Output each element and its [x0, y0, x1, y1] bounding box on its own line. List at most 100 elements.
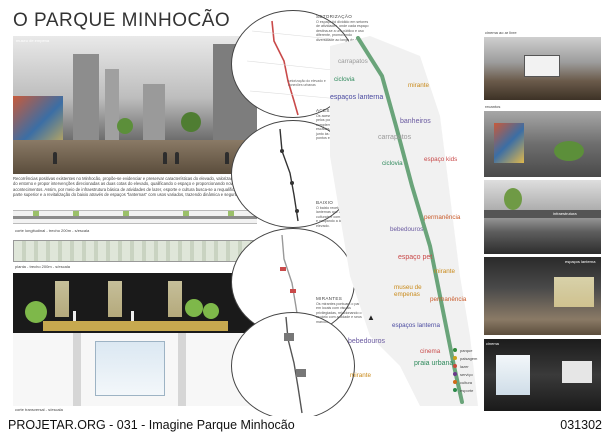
legend-item: cultura: [453, 378, 477, 386]
lantern-pavilion: [554, 277, 594, 307]
photo-recantos: [484, 111, 601, 177]
tree: [504, 188, 522, 210]
map-label: museu de empenas: [394, 284, 422, 298]
north-arrow-icon: ▲: [367, 313, 375, 322]
legend-swatch: [453, 372, 457, 376]
tree: [25, 301, 47, 323]
legend-item: lazer: [453, 362, 477, 370]
footer-code: 031302: [560, 418, 602, 432]
legend-label: serviço: [460, 371, 473, 377]
legend-swatch: [453, 356, 457, 360]
legend-swatch: [453, 388, 457, 392]
person-figure: [175, 152, 179, 164]
map-label: carrapatos: [378, 134, 412, 141]
legend-label: esporte: [460, 387, 474, 393]
legend-item: serviço: [453, 370, 477, 378]
map-label: espaço pet: [398, 254, 433, 261]
building-shape: [143, 84, 165, 144]
pillar: [73, 333, 81, 406]
map-label: banheiros: [400, 118, 431, 125]
longitudinal-cut-drawing: [13, 210, 257, 224]
intro-paragraph: Recorrências positivas existentes no Min…: [13, 176, 255, 198]
map-label: carrapatos: [338, 58, 368, 65]
map-label: cinema: [420, 348, 441, 355]
footer-title: PROJETAR.ORG - 031 - Imagine Parque Minh…: [8, 418, 295, 432]
legend-item: paisagem: [453, 354, 477, 362]
photo-caption: cinema ao ar livre: [485, 30, 517, 35]
footer-bar: PROJETAR.ORG - 031 - Imagine Parque Minh…: [0, 416, 616, 435]
map-label: permanência: [430, 296, 467, 303]
legend-label: lazer: [460, 363, 469, 369]
lantern-pavilion: [95, 341, 165, 396]
setorizacao-text: O espaço foi dividido em setores de ativ…: [316, 20, 369, 42]
tree: [181, 112, 201, 132]
map-label: ciclovia: [382, 160, 403, 167]
person-figure: [225, 152, 229, 164]
map-label: espaço kids: [424, 156, 458, 163]
person-figure: [131, 311, 134, 321]
legend-item: parque: [453, 346, 477, 354]
person-figure: [163, 152, 167, 164]
longitudinal-cut-label: corte longitudinal - trecho 200m - s/esc…: [15, 228, 90, 233]
setorizacao-title: SETORIZAÇÃO: [316, 14, 353, 19]
deck-slab: [43, 321, 228, 331]
map-label: mirante: [408, 82, 429, 89]
plan-label: planta - trecho 200m - s/escala: [15, 264, 70, 269]
legend-swatch: [453, 364, 457, 368]
photo-caption: cinema: [486, 341, 499, 346]
diagram-note: setorização do elevado e conexões urbana…: [288, 79, 326, 87]
light-cone: [55, 281, 69, 317]
cut-lines: [13, 211, 257, 219]
tree: [554, 141, 584, 161]
light-cone: [168, 281, 182, 317]
tree: [203, 303, 219, 319]
lantern-pavilion: [496, 355, 530, 395]
legend-label: cultura: [460, 379, 473, 385]
map-label: mirante: [350, 372, 371, 379]
baixio-title: BAIXIO: [316, 200, 334, 205]
hero-caption: museu de empena: [16, 38, 50, 43]
photo-caption: infraestrutura: [553, 211, 577, 216]
screen-shape: [524, 55, 560, 77]
plan-drawing: [13, 240, 257, 262]
map-label: bebedouros: [390, 226, 424, 233]
map-background: [330, 36, 478, 406]
map-label: mirante: [434, 268, 455, 275]
photo-cinema: [484, 339, 601, 411]
legend-item: esporte: [453, 386, 477, 394]
map-label: espaços lanterna: [330, 94, 384, 101]
person-figure: [53, 152, 57, 164]
elevated-deck: [13, 140, 257, 174]
light-cone: [108, 281, 122, 317]
diagram-mirantes: [231, 312, 355, 420]
map-label: bebedouros: [348, 338, 385, 345]
map-legend: parque paisagem lazer serviço cultura es…: [453, 346, 477, 394]
hero-perspective-image: museu de empena: [13, 36, 257, 174]
legend-label: parque: [460, 347, 473, 353]
deck-slab: [484, 210, 601, 218]
route-diagram: [246, 20, 343, 116]
master-plan-map: carrapatos ciclovia espaços lanterna mir…: [330, 36, 478, 406]
photo-cinema-ao-ar-livre: [484, 37, 601, 100]
route-diagram: [279, 128, 299, 222]
photo-caption: recantos: [485, 104, 501, 109]
transverse-section-drawing: [13, 273, 257, 406]
photo-caption: espaços lanterna: [565, 259, 596, 264]
route-diagram: [284, 316, 306, 414]
transverse-cut-label: corte transversal - s/escala: [15, 407, 63, 412]
map-label: espaços lanterna: [392, 322, 440, 329]
mirantes-text: Os mirantes pontuam o parque em locais c…: [316, 302, 366, 324]
map-label: ciclovia: [334, 76, 355, 83]
tree: [117, 118, 133, 134]
competition-board: O PARQUE MINHOCÃO museu de empena Recorr…: [13, 10, 601, 420]
tree: [185, 299, 203, 317]
map-label: permanência: [424, 214, 461, 221]
photo-infraestrutura: [484, 180, 601, 254]
mural-wall: [494, 123, 524, 163]
building-shape: [73, 54, 99, 144]
map-label: praia urbana: [414, 360, 454, 367]
acessos-title: ACESSOS: [316, 108, 341, 113]
legend-swatch: [453, 380, 457, 384]
board-title: O PARQUE MINHOCÃO: [13, 10, 231, 31]
mirantes-title: MIRANTES: [316, 296, 343, 301]
